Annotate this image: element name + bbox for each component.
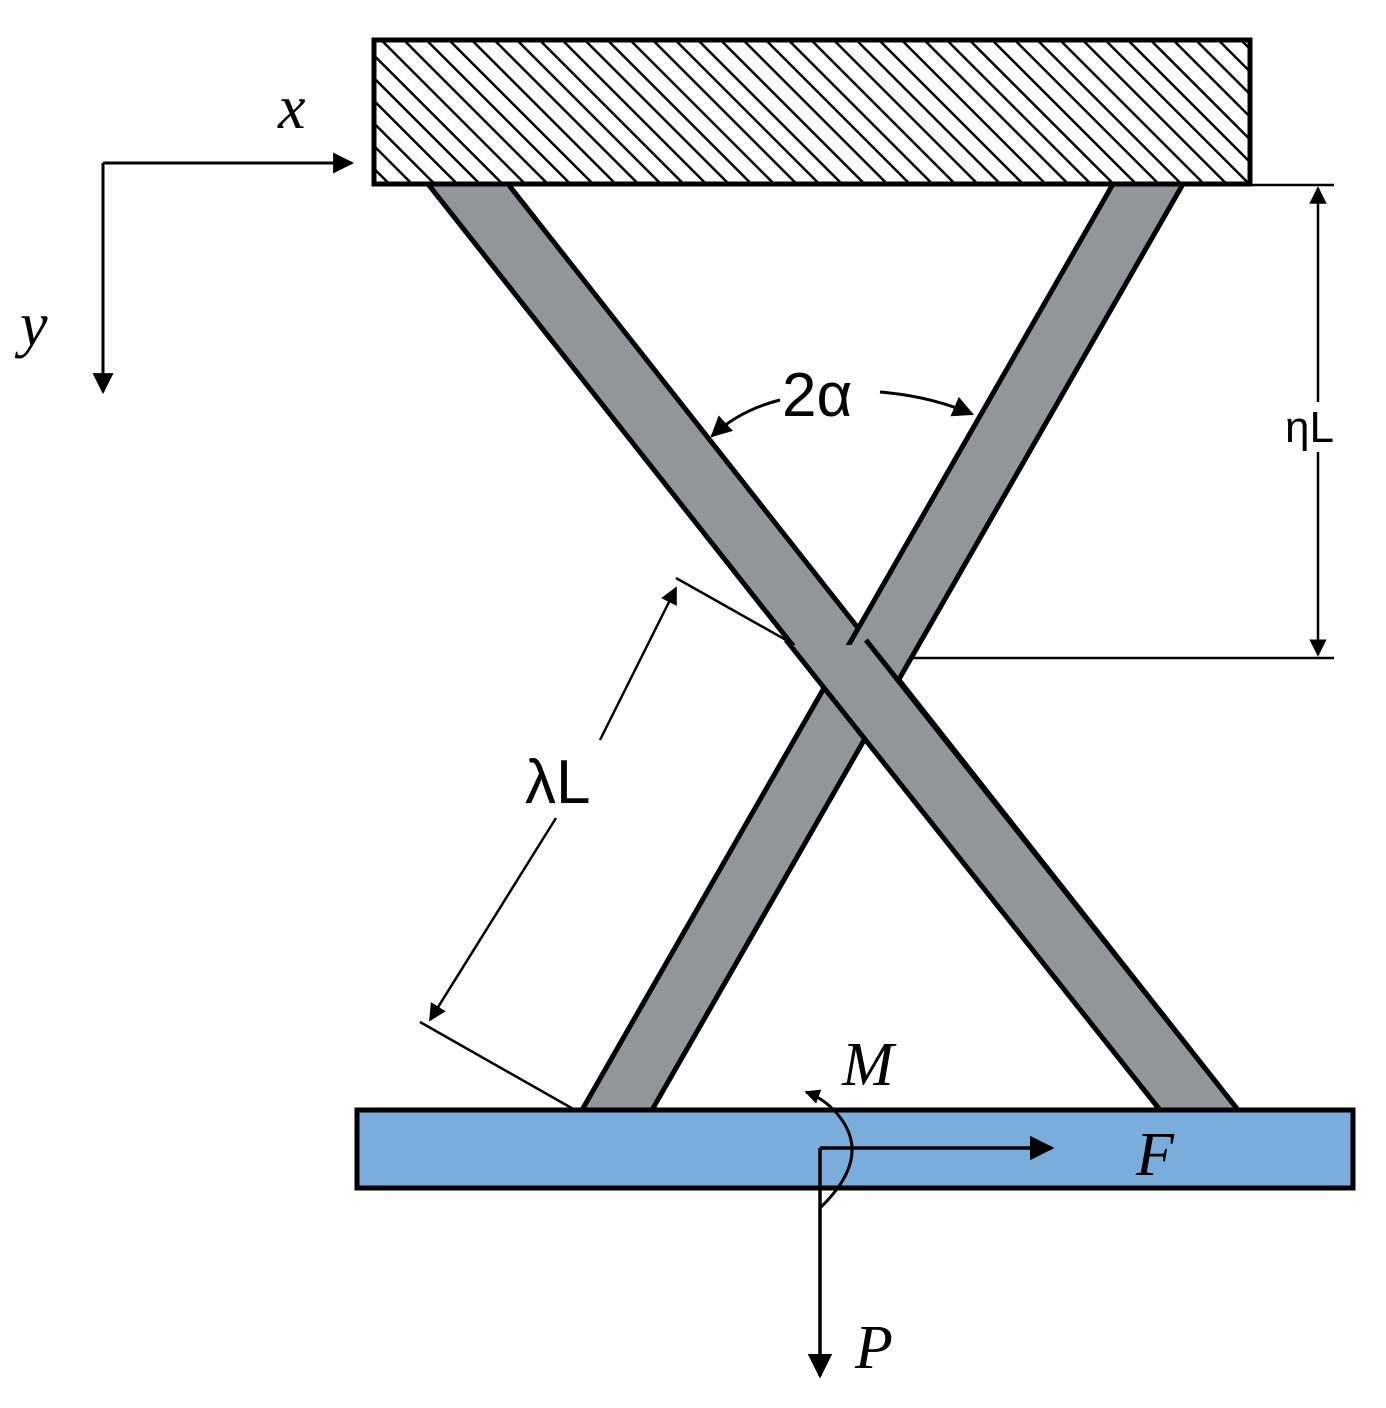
fixed-support: [371, 37, 1253, 187]
moment-label: M: [841, 1031, 897, 1099]
angle-label: 2α: [782, 361, 852, 430]
x-axis-label: x: [277, 74, 306, 142]
angle-arc-right: [879, 390, 974, 417]
lambda-dimension-lower: [428, 817, 558, 1022]
y-axis-label: y: [14, 291, 48, 359]
lambda-dimension-upper: [598, 586, 678, 741]
eta-length-label: ηL: [1285, 403, 1334, 452]
beam-crossing-overlay: [790, 645, 1238, 1110]
beam-crossing-edge-bottom: [864, 638, 1240, 1112]
lambda-extension-bottom: [419, 1020, 576, 1112]
moment-arc: [804, 1089, 854, 1210]
beam-crossing-edge-top: [784, 638, 1162, 1112]
force-f-label: F: [1135, 1121, 1175, 1189]
angle-arc-left: [710, 398, 781, 438]
moving-plate: [354, 1107, 1356, 1191]
force-p-label: P: [854, 1314, 893, 1382]
lambda-length-label: λL: [525, 748, 590, 817]
lambda-extension-top: [675, 576, 787, 642]
